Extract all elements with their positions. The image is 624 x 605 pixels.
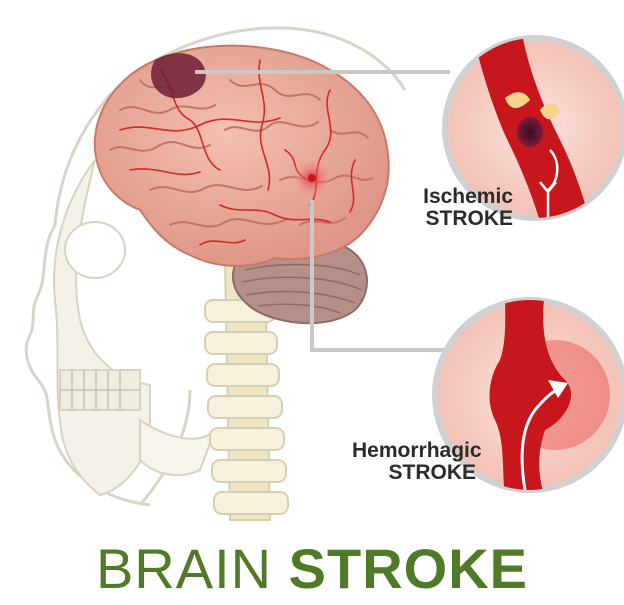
title-word-stroke: STROKE: [289, 537, 528, 600]
ischemic-stroke-label: Ischemic STROKE: [398, 186, 513, 230]
hemorrhagic-stroke-label: Hemorrhagic STROKE: [352, 440, 476, 484]
hemorrhagic-label-line2: STROKE: [352, 462, 476, 484]
ischemic-label-line2: STROKE: [398, 208, 513, 230]
brain: [95, 46, 389, 266]
ischemic-label-line1: Ischemic: [398, 186, 513, 208]
clot-icon: [517, 117, 543, 147]
page-title: BRAIN STROKE: [0, 536, 624, 601]
title-word-brain: BRAIN: [96, 537, 272, 600]
hemorrhagic-label-line1: Hemorrhagic: [352, 440, 476, 462]
